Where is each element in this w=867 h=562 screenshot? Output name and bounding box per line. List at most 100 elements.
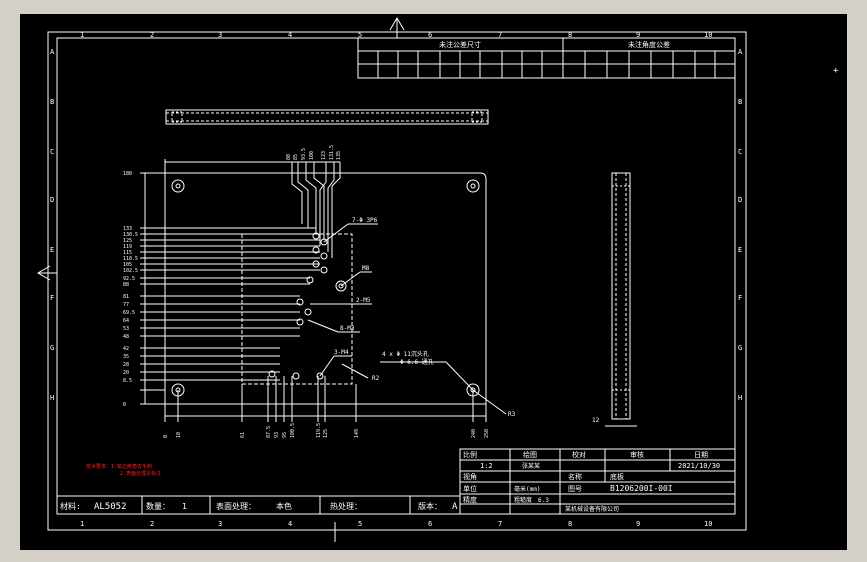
left-dimension-values: 180133130.5125119115110.5105102.592.5888…: [123, 171, 138, 408]
left-dimension-value: 92.5: [123, 276, 135, 282]
callout-counterbore: 4 x Φ 11沉头孔: [382, 350, 429, 358]
border-col-label-top: 1: [80, 31, 84, 39]
border-col-label-top: 9: [636, 31, 640, 39]
tb-drawno-label: 图号: [568, 485, 582, 493]
qty-label: 数量：: [146, 501, 170, 511]
tb-rough-value: 6.3: [538, 497, 549, 504]
tb-date-label: 日期: [694, 451, 708, 459]
note-line-1: 技术要求：1.锐边倒角去毛刺: [86, 463, 152, 470]
top-dimension-value: 100: [309, 151, 315, 160]
tb-unit-label: 单位: [463, 484, 477, 493]
border-col-label-bottom: 2: [150, 520, 154, 528]
top-dimension-value: 85: [293, 154, 299, 160]
hole-top-left: [171, 179, 185, 193]
border-col-label-top: 7: [498, 31, 502, 39]
border-col-label-bottom: 8: [568, 520, 572, 528]
left-dimension-value: 28: [123, 362, 129, 368]
border-row-label-right: C: [738, 148, 742, 156]
left-dimension-value: 0: [123, 402, 126, 408]
cursor-icon: +: [833, 66, 839, 76]
border-row-label-right: D: [738, 196, 742, 204]
border-col-label-bottom: 6: [428, 520, 432, 528]
tb-draw-label: 绘图: [523, 450, 537, 459]
border-row-label-right: F: [738, 294, 742, 302]
top-dimension-value: 93.5: [301, 148, 307, 160]
bottom-bar-frame: [57, 495, 460, 514]
border-row-label-right: B: [738, 98, 742, 106]
material-label: 材料:: [60, 501, 81, 511]
qty-value: 1: [182, 502, 187, 511]
left-dimension-value: 81: [123, 294, 129, 300]
callout-radius-r2: R2: [372, 375, 380, 382]
bottom-dimension-value: 240: [471, 429, 477, 438]
left-dimension-value: 42: [123, 346, 129, 352]
hole-top-right: [466, 179, 480, 193]
border-row-label-right: G: [738, 344, 742, 352]
tb-draw-value: 张某某: [522, 462, 540, 470]
top-view-strip: [165, 109, 489, 125]
left-dimension-value: 69.5: [123, 310, 135, 316]
border-col-label-top: 4: [288, 31, 292, 39]
top-dimension-value: 131.5: [329, 145, 335, 160]
tb-name-label: 名称: [568, 472, 582, 481]
bottom-dimension-value: 100.5: [290, 423, 296, 438]
border-col-label-top: 10: [704, 31, 712, 39]
left-dimension-value: 105: [123, 262, 132, 268]
callout-dowel-holes: 7-Φ 3P6: [352, 217, 378, 224]
bottom-dimension-value: 93: [274, 432, 280, 438]
version-value: A: [452, 502, 458, 512]
bottom-dimension-value: 125: [323, 429, 329, 438]
left-dimension-value: 48: [123, 334, 129, 340]
bottom-dimension-value: 87.5: [266, 426, 272, 438]
title-block-frame: [459, 448, 736, 515]
border-row-label-left: H: [50, 394, 54, 402]
border-row-label-left: F: [50, 294, 54, 302]
surface-label: 表面处理：: [216, 501, 256, 511]
border-col-label-bottom: 10: [704, 520, 712, 528]
tb-rough-label: 粗糙度: [514, 496, 532, 504]
border-col-label-bottom: 7: [498, 520, 502, 528]
border-row-label-left: D: [50, 196, 54, 204]
left-dimension-value: 119: [123, 244, 132, 250]
border-col-label-bottom: 1: [80, 520, 84, 528]
tb-check-label: 校对: [572, 450, 586, 459]
bottom-dimension-value: 0: [163, 435, 169, 438]
material-value: AL5052: [94, 502, 127, 512]
border-col-label-top: 6: [428, 31, 432, 39]
bottom-dimension-value: 250: [484, 429, 490, 438]
arrow-mark-left: [37, 265, 51, 281]
left-dimension-value: 77: [123, 302, 129, 308]
top-dimension-value: 80: [286, 154, 292, 160]
left-dimension-value: 64: [123, 318, 129, 324]
tb-part-name: 底板: [610, 472, 624, 481]
callout-m8: M8: [362, 265, 370, 272]
border-col-label-bottom: 4: [288, 520, 292, 528]
left-dimension-value: 102.5: [123, 268, 138, 274]
left-dimension-value: 133: [123, 226, 132, 232]
plate-outline: [164, 172, 487, 405]
tb-proj-label: 视角: [463, 472, 477, 481]
bottom-dimension-value: 149: [354, 429, 360, 438]
side-thickness-dim: 12: [592, 417, 600, 424]
border-row-label-right: A: [738, 48, 743, 56]
left-dimension-value: 125: [123, 238, 132, 244]
bottom-dimension-value: 10: [176, 432, 182, 438]
version-label: 版本：: [418, 501, 442, 511]
left-dimension-value: 53: [123, 326, 129, 332]
border-col-label-top: 2: [150, 31, 154, 39]
callout-m4: 3-M4: [334, 349, 349, 356]
arrow-mark-top: [389, 17, 405, 31]
border-col-label-bottom: 9: [636, 520, 640, 528]
inner-pocket: [241, 233, 353, 385]
border-row-label-right: H: [738, 394, 742, 402]
sheet-inner-frame: [56, 37, 736, 515]
border-row-label-left: E: [50, 246, 54, 254]
left-dimension-lines: [140, 172, 320, 405]
border-row-label-left: G: [50, 344, 54, 352]
tb-company: 某机械设备有限公司: [565, 505, 619, 513]
surface-value: 本色: [276, 501, 292, 511]
left-dimension-value: 88: [123, 282, 129, 288]
